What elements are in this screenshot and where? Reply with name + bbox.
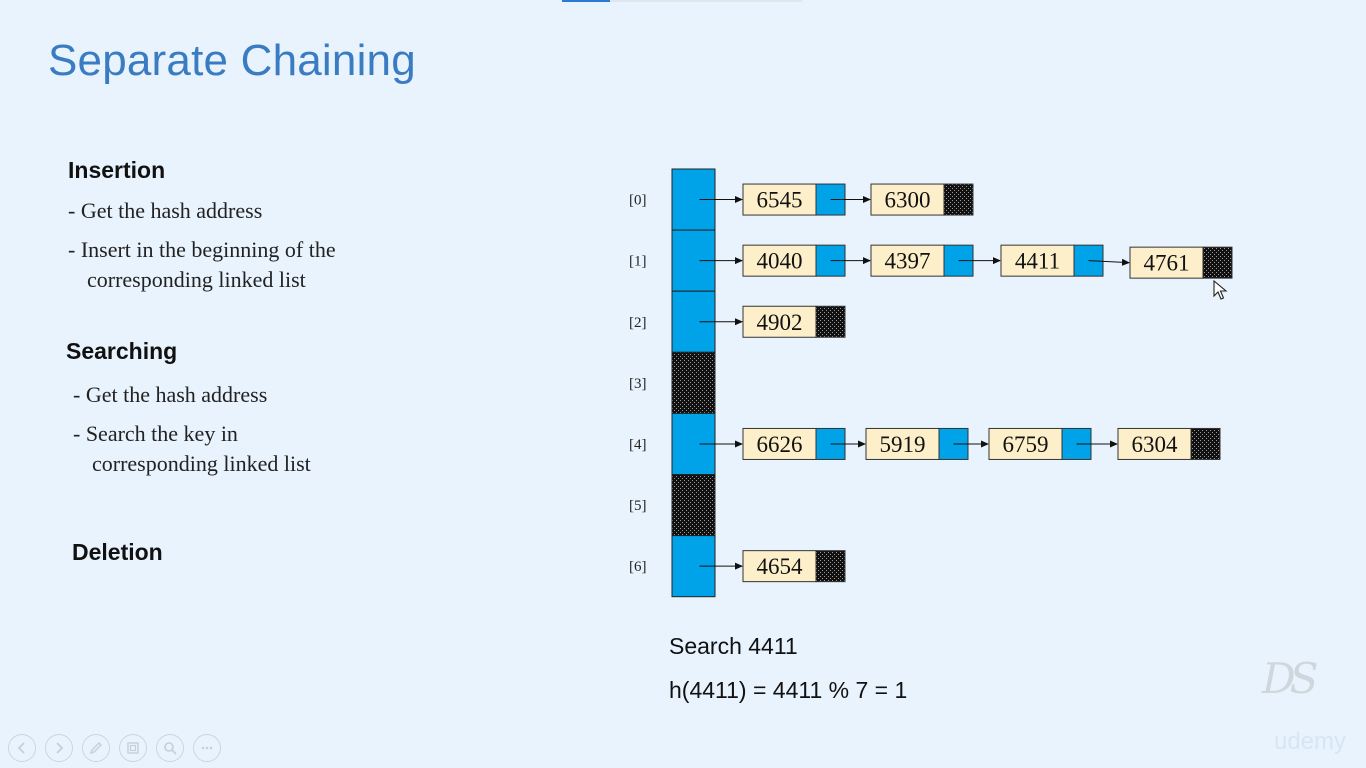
bucket-index-5: [5] (629, 498, 647, 514)
bucket-index-6: [6] (629, 559, 647, 575)
node-value-box (1000, 244, 1075, 277)
insertion-bullet-2: - Insert in the beginning of the corresp… (68, 235, 336, 295)
node-value: 6300 (885, 188, 931, 213)
search-caption: Search 4411 (669, 633, 798, 659)
insertion-bullet-2-text: - Insert in the beginning of the (68, 237, 336, 262)
node-null-pointer (1190, 427, 1221, 460)
searching-bullet-2-text: - Search the key in (73, 421, 238, 446)
node-null-pointer (943, 183, 974, 216)
node-null-pointer (815, 305, 846, 338)
more-icon[interactable] (193, 734, 221, 762)
pen-icon[interactable] (82, 734, 110, 762)
bucket-3 (671, 351, 716, 414)
node-value: 4397 (885, 249, 931, 274)
ds-logo: DS (1262, 654, 1319, 703)
udemy-watermark: udemy (1274, 728, 1347, 755)
node-value: 6304 (1132, 432, 1179, 457)
node-value: 4902 (757, 310, 803, 335)
node-value: 6626 (757, 432, 803, 457)
insertion-bullet-1: - Get the hash address (68, 198, 263, 223)
node-value-box (988, 427, 1063, 460)
insertion-heading: Insertion (68, 157, 166, 183)
chain-arrow (1088, 258, 1130, 266)
bucket-index-2: [2] (629, 315, 647, 331)
previous-icon[interactable] (8, 734, 36, 762)
bucket-index-0: [0] (629, 193, 647, 209)
node-value-box (742, 183, 817, 216)
node-value: 4040 (757, 249, 803, 274)
node-value: 6759 (1003, 432, 1049, 457)
node-value-box (1117, 427, 1192, 460)
node-value: 4411 (1015, 249, 1060, 274)
next-icon[interactable] (45, 734, 73, 762)
node-value: 4654 (757, 554, 804, 579)
slides-icon[interactable] (119, 734, 147, 762)
node-value-box (742, 427, 817, 460)
searching-bullet-1: - Get the hash address (73, 382, 268, 407)
node-value-box (742, 550, 817, 583)
searching-bullet-2-cont: corresponding linked list (92, 451, 311, 476)
node-value: 5919 (880, 432, 926, 457)
searching-heading: Searching (66, 338, 178, 364)
mouse-cursor-icon (1213, 280, 1228, 300)
insertion-bullet-2-cont: corresponding linked list (87, 267, 306, 292)
progress-fill (562, 0, 610, 2)
zoom-icon[interactable] (156, 734, 184, 762)
node-null-pointer (1202, 246, 1233, 279)
node-value-box (1129, 246, 1204, 279)
deletion-heading: Deletion (72, 539, 163, 565)
bucket-5 (671, 474, 716, 537)
node-value-box (870, 244, 945, 277)
progress-bar (562, 0, 802, 2)
bucket-index-3: [3] (629, 376, 647, 392)
slideshow-controls (8, 734, 221, 762)
bucket-index-1: [1] (629, 254, 647, 270)
node-value-box (870, 183, 945, 216)
searching-bullet-2: - Search the key in corresponding linked… (73, 419, 311, 479)
node-value: 6545 (757, 188, 803, 213)
node-value-box (865, 427, 940, 460)
node-value: 4761 (1144, 251, 1190, 276)
bucket-index-4: [4] (629, 437, 647, 453)
hash-formula: h(4411) = 4411 % 7 = 1 (669, 677, 908, 703)
node-null-pointer (815, 550, 846, 583)
slide-title: Separate Chaining (48, 36, 416, 85)
